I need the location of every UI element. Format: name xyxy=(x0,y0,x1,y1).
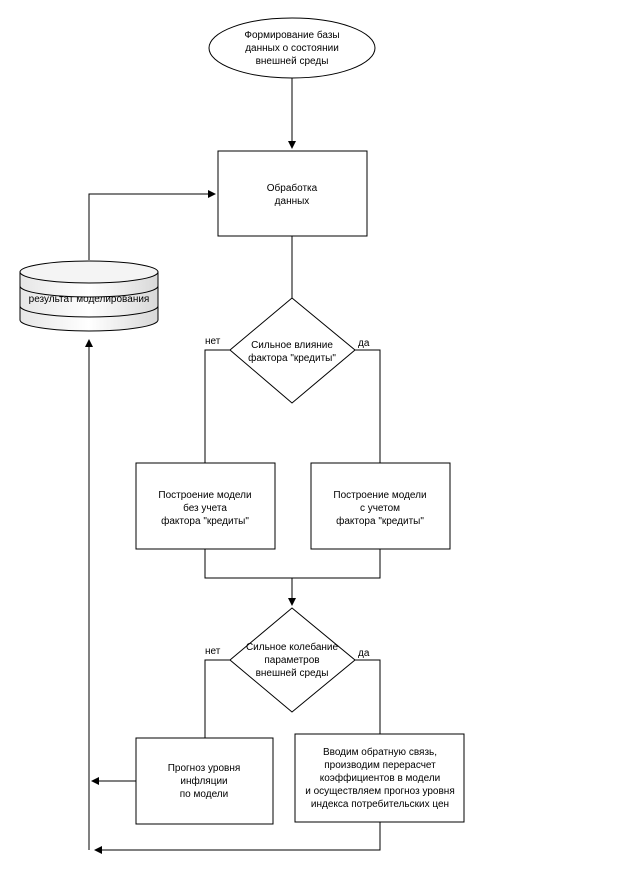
start-line-2: данных о состоянии xyxy=(245,43,339,54)
decision2-yes-label: да xyxy=(358,648,370,659)
model-without-line-1: Построение модели xyxy=(158,490,251,501)
arrow-database-to-process xyxy=(88,190,216,260)
process-line-2: данных xyxy=(275,196,310,207)
decision1-no-label: нет xyxy=(205,336,221,347)
decision2-line-1: Сильное колебание xyxy=(246,641,339,653)
model-with-line-1: Построение модели xyxy=(333,490,426,501)
connector-merge xyxy=(204,549,381,579)
feedback-line-1: Вводим обратную связь, xyxy=(323,746,437,758)
connector-decision1-no xyxy=(204,349,230,463)
decision1-line-1: Сильное влияние xyxy=(251,340,333,351)
model-with-line-2: с учетом xyxy=(360,503,400,514)
feedback-node: Вводим обратную связь, производим перера… xyxy=(294,733,465,823)
connector-decision1-yes xyxy=(355,349,381,463)
decision2-line-3: внешней среды xyxy=(256,668,329,679)
model-without-line-3: фактора "кредиты" xyxy=(161,515,249,527)
feedback-line-3: коэффициентов в модели xyxy=(320,772,441,784)
model-without-node: Построение модели без учета фактора "кре… xyxy=(135,462,276,550)
forecast-line-1: Прогноз уровня xyxy=(168,763,241,774)
process-line-1: Обработка xyxy=(267,182,318,194)
model-with-node: Построение модели с учетом фактора "кред… xyxy=(310,462,451,550)
decision1-node: Сильное влияние фактора "кредиты" xyxy=(229,297,356,404)
start-node: Формирование базы данных о состоянии вне… xyxy=(208,17,376,79)
process-node: Обработка данных xyxy=(217,150,368,237)
forecast-node: Прогноз уровня инфляции по модели xyxy=(135,737,274,825)
model-without-line-2: без учета xyxy=(183,502,227,514)
database-label: результат моделирования xyxy=(29,294,150,305)
model-with-line-3: фактора "кредиты" xyxy=(336,515,424,527)
feedback-line-2: производим перерасчет xyxy=(324,760,436,771)
connector-decision2-yes xyxy=(355,659,381,734)
decision1-yes-label: да xyxy=(358,338,370,349)
decision2-node: Сильное колебание параметров внешней сре… xyxy=(229,607,356,713)
feedback-line-5: индекса потребительских цен xyxy=(311,798,449,810)
start-line-1: Формирование базы xyxy=(244,29,339,41)
decision2-line-2: параметров xyxy=(264,655,319,666)
connector-decision2-no xyxy=(204,659,230,738)
arrow-feedback-to-loop xyxy=(94,822,381,854)
decision2-no-label: нет xyxy=(205,646,221,657)
database-node: результат моделирования xyxy=(19,260,159,332)
forecast-line-2: инфляции xyxy=(180,775,227,787)
feedback-line-4: и осуществляем прогноз уровня xyxy=(305,786,455,797)
forecast-line-3: по модели xyxy=(180,789,228,800)
start-line-3: внешней среды xyxy=(256,56,329,67)
decision1-line-2: фактора "кредиты" xyxy=(248,352,336,364)
